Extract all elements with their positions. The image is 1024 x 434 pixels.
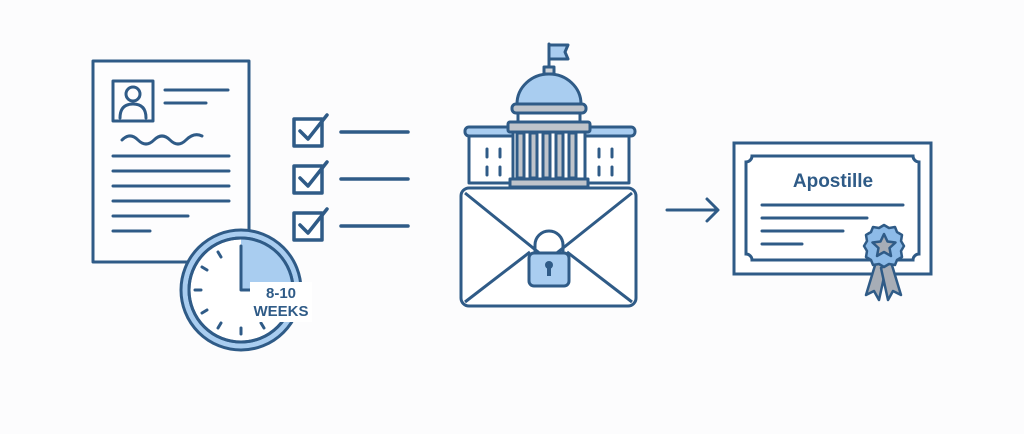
checkbox-checked-icon	[292, 160, 410, 195]
clock-duration-unit: WEEKS	[253, 303, 308, 320]
certificate-title: Apostille	[793, 171, 873, 192]
capitol-building-icon	[463, 42, 637, 189]
padlock-icon	[527, 229, 571, 288]
checkbox-checked-icon	[292, 207, 410, 242]
clock-icon: 8-10 WEEKS	[179, 228, 312, 352]
resume-document-icon	[91, 59, 251, 264]
award-ribbon-icon	[862, 223, 906, 302]
envelope-icon	[459, 186, 638, 308]
arrow-right-icon	[665, 197, 720, 223]
clock-duration-number: 8-10	[266, 285, 296, 302]
checkbox-checked-icon	[292, 113, 410, 148]
checklist-icon	[292, 113, 410, 242]
